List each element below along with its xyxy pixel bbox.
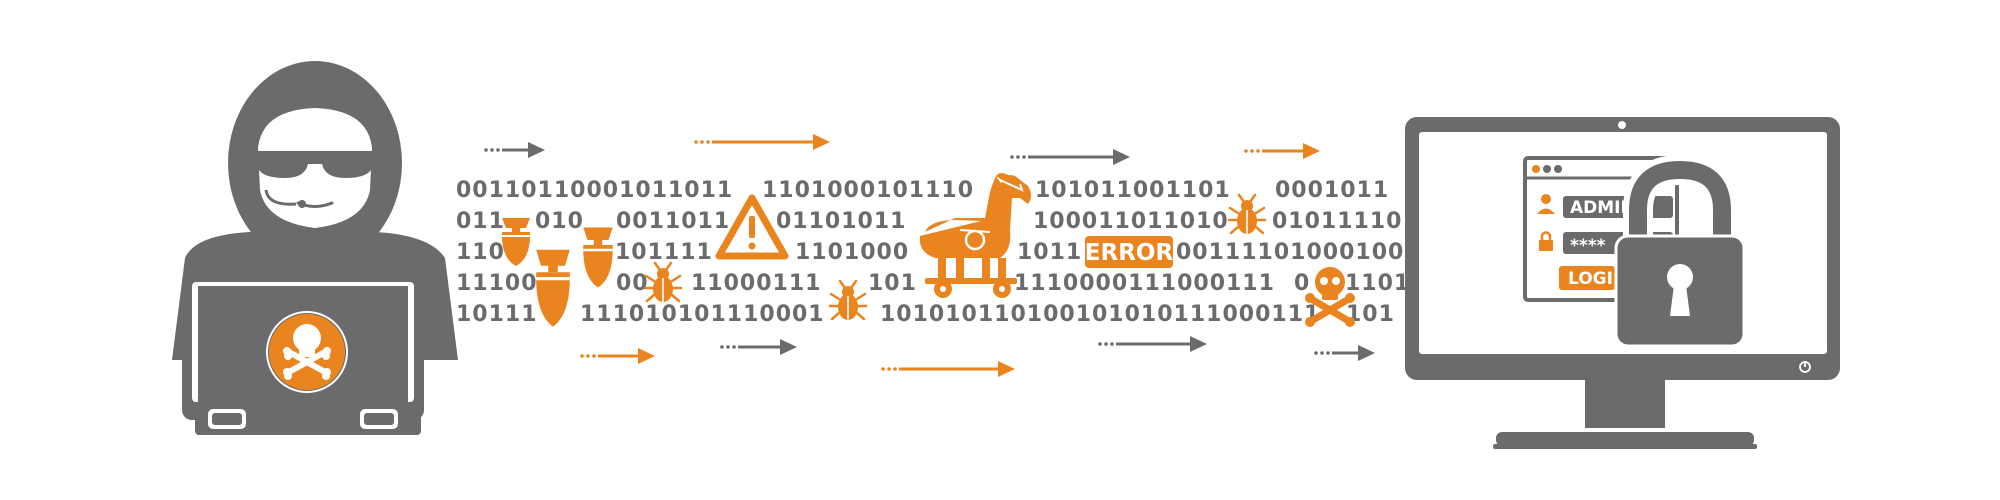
binary-text: 10111	[456, 302, 538, 327]
arrow-icon	[694, 134, 830, 150]
bug-icon	[643, 261, 683, 304]
arrow-icon	[1314, 345, 1375, 361]
binary-text: 11000111	[691, 271, 821, 296]
user-icon	[1537, 194, 1555, 214]
binary-text: 110	[456, 240, 505, 265]
login-button-label: LOGI	[1568, 269, 1613, 289]
binary-text: 101	[868, 271, 917, 296]
bomb-icon	[581, 226, 615, 289]
binary-text: 1110000111000111	[1014, 271, 1275, 296]
login-button[interactable]	[1559, 266, 1615, 290]
binary-text: 00	[616, 271, 649, 296]
skull-crossbones-icon	[266, 311, 348, 393]
warning-icon	[715, 194, 789, 260]
binary-text: 011	[456, 209, 505, 234]
binary-text: 00111101000100	[1176, 240, 1404, 265]
binary-text: 101010110100101010111000111	[880, 302, 1320, 327]
bomb-icon	[534, 248, 572, 329]
error-label: ERROR	[1085, 240, 1174, 266]
binary-text: 0011011	[616, 209, 730, 234]
arrows	[484, 134, 1375, 377]
password-value: ****	[1570, 236, 1606, 256]
lock-icon	[1539, 231, 1553, 251]
arrow-icon	[484, 142, 545, 158]
skull-crossbones-icon	[1305, 267, 1355, 327]
binary-text: 0001011	[1275, 178, 1389, 203]
arrow-icon	[881, 361, 1015, 377]
binary-text: 11100	[456, 271, 538, 296]
binary-text: 1101000	[795, 240, 909, 265]
binary-text: 101011001101	[1035, 178, 1231, 203]
binary-text: 1101	[1345, 271, 1410, 296]
binary-text: 010	[535, 209, 584, 234]
binary-text: 01101011	[776, 209, 906, 234]
binary-text: 00110110001011011	[456, 178, 733, 203]
arrow-icon	[720, 339, 797, 355]
arrow-icon	[1010, 149, 1130, 165]
binary-text: 111010101110001	[580, 302, 825, 327]
binary-text: 01011110	[1272, 209, 1402, 234]
binary-text: 100011011010	[1033, 209, 1229, 234]
username-value: ADMIN	[1570, 198, 1635, 218]
binary-stream: 00110110001011011 1101000101110 1 101011…	[456, 178, 1517, 327]
padlock-icon	[1614, 154, 1746, 348]
trojan-horse-icon	[919, 173, 1031, 298]
binary-text: 1011	[1017, 240, 1082, 265]
arrow-icon	[1244, 143, 1320, 159]
binary-text: 101111	[615, 240, 713, 265]
bug-icon	[1227, 193, 1267, 236]
arrow-icon	[1098, 336, 1207, 352]
error-badge: ERROR	[1085, 236, 1174, 268]
binary-text: 0	[1294, 271, 1310, 296]
bug-icon	[828, 279, 868, 322]
arrow-icon	[580, 348, 655, 364]
threat-icons: ERROR	[500, 173, 1355, 329]
binary-text: 1101000101110	[762, 178, 974, 203]
bomb-icon	[500, 217, 532, 267]
